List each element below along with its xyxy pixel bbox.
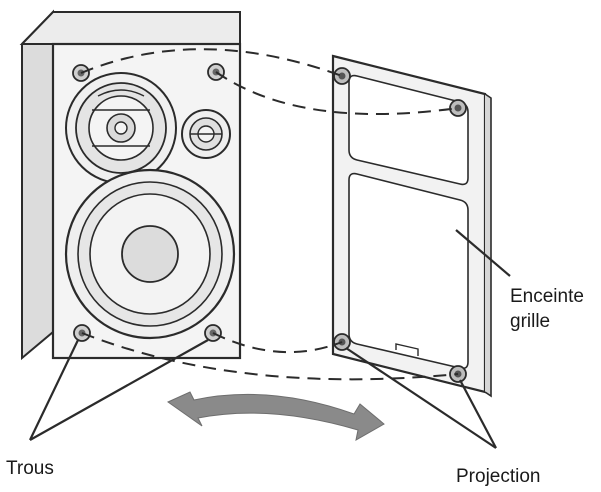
grille-label-line2: grille — [510, 311, 550, 332]
leader-grille — [455, 229, 511, 277]
attach-arrow-icon — [166, 391, 385, 441]
leader-holes-left — [29, 339, 79, 441]
dashed-curve-bottom-inner — [212, 332, 343, 354]
woofer-driver — [64, 168, 236, 340]
leader-lines — [29, 229, 511, 449]
grille-edge — [484, 93, 492, 398]
cabinet-side-face — [21, 9, 54, 361]
grille-lower-opening — [348, 172, 469, 370]
projection-label: Projection — [456, 466, 541, 487]
dashed-curve-bottom-outer — [81, 332, 459, 381]
projection-top-left — [333, 67, 351, 85]
grille-label-line1: Enceinte — [510, 286, 584, 307]
tweeter-driver — [181, 109, 231, 159]
leader-projection-left — [345, 347, 497, 449]
dashed-curve-top-outer — [80, 48, 343, 77]
speaker-cabinet — [19, 9, 242, 361]
cabinet-top-face — [19, 11, 241, 45]
leader-projection-right — [459, 379, 497, 449]
speaker-grille-panel — [331, 54, 492, 398]
grille-notch — [395, 343, 419, 356]
projection-top-right — [449, 99, 467, 117]
midrange-driver — [65, 72, 177, 184]
holes-label: Trous — [6, 458, 54, 479]
alignment-dashed-curves — [80, 48, 459, 381]
dashed-curve-top-inner — [215, 71, 459, 115]
grille-upper-opening — [348, 74, 469, 186]
leader-holes-right — [29, 339, 209, 441]
